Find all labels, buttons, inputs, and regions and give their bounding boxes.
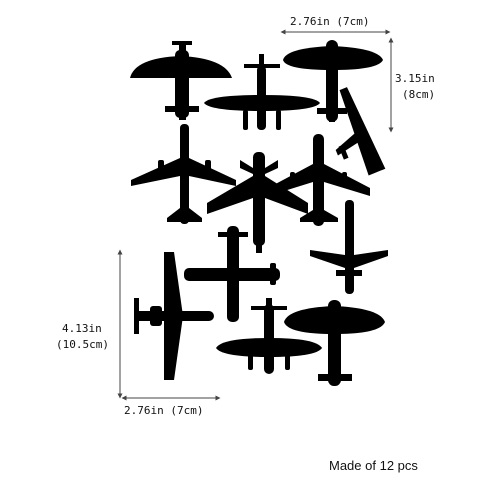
airplane-4-icon <box>335 87 386 176</box>
airplane-12-icon <box>284 300 385 386</box>
airplane-7-icon <box>268 134 370 226</box>
dimension-label-left-height-in: 4.13in <box>62 322 102 335</box>
airplane-6-icon <box>207 152 308 253</box>
dimension-label-right-height-in: 3.15in <box>395 72 435 85</box>
airplane-11-icon <box>216 298 322 374</box>
airplane-1-icon <box>130 41 232 120</box>
airplane-3-icon <box>283 40 383 122</box>
dimension-lines <box>117 29 394 401</box>
dimension-label-bottom-width: 2.76in (7cm) <box>124 404 204 417</box>
airplane-8-icon <box>310 200 388 294</box>
airplane-10-icon <box>184 226 280 322</box>
dimension-label-left-height-cm: (10.5cm) <box>56 338 109 351</box>
airplane-9-icon <box>134 252 214 380</box>
dimension-label-top-width: 2.76in (7cm) <box>290 15 370 28</box>
airplane-5-icon <box>131 124 236 224</box>
dimension-label-right-height-cm: (8cm) <box>402 88 436 101</box>
airplane-2-icon <box>204 54 320 130</box>
piece-count-caption: Made of 12 pcs <box>329 458 418 473</box>
